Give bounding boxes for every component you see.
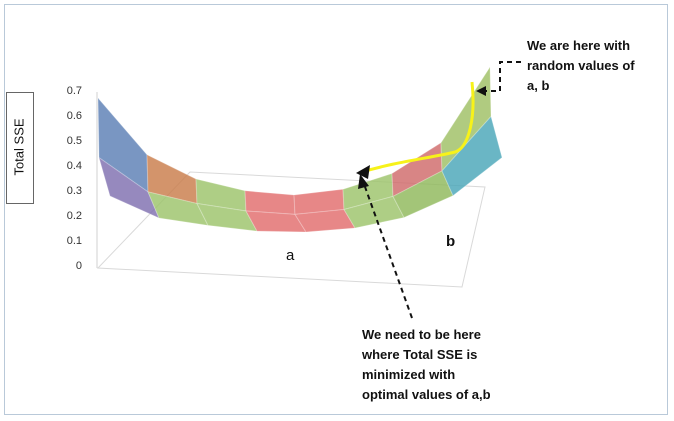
annotation-line: We are here with [527, 38, 631, 53]
surface-mesh [97, 65, 503, 233]
annotation-line: a, b [527, 78, 550, 93]
descent-arrowhead [356, 165, 370, 179]
annotation-line: optimal values of a,b [362, 387, 491, 402]
y-tick-label: 0.4 [66, 160, 82, 172]
annotation-line: minimized with [362, 367, 456, 382]
x-axis-label: a [286, 247, 295, 264]
surface-facet [441, 115, 503, 197]
target-position-annotation: We need to be here where Total SSE is mi… [362, 325, 491, 405]
y-tick-label: 0.5 [66, 135, 82, 147]
target-pointer-arrowhead [358, 174, 369, 189]
y-tick-label: 0.3 [66, 185, 82, 197]
current-position-annotation: We are here with random values of a, b [527, 36, 635, 96]
y-axis-label-box [6, 92, 34, 204]
annotation-line: where Total SSE is [362, 347, 478, 362]
annotation-line: We need to be here [362, 327, 481, 342]
annotation-line: random values of [527, 58, 635, 73]
current-pointer-dashed [484, 61, 521, 92]
descent-path [361, 81, 475, 174]
surface-facet [244, 190, 296, 215]
target-pointer-dashed [363, 183, 413, 319]
current-pointer-arrowhead [476, 86, 486, 96]
y-tick-label: 0 [75, 260, 82, 272]
z-axis-label: b [446, 233, 456, 250]
y-tick-label: 0.6 [66, 110, 82, 122]
y-tick-label: 0.1 [66, 235, 82, 247]
y-tick-label: 0.7 [66, 85, 82, 97]
y-tick-label: 0.2 [66, 210, 82, 222]
